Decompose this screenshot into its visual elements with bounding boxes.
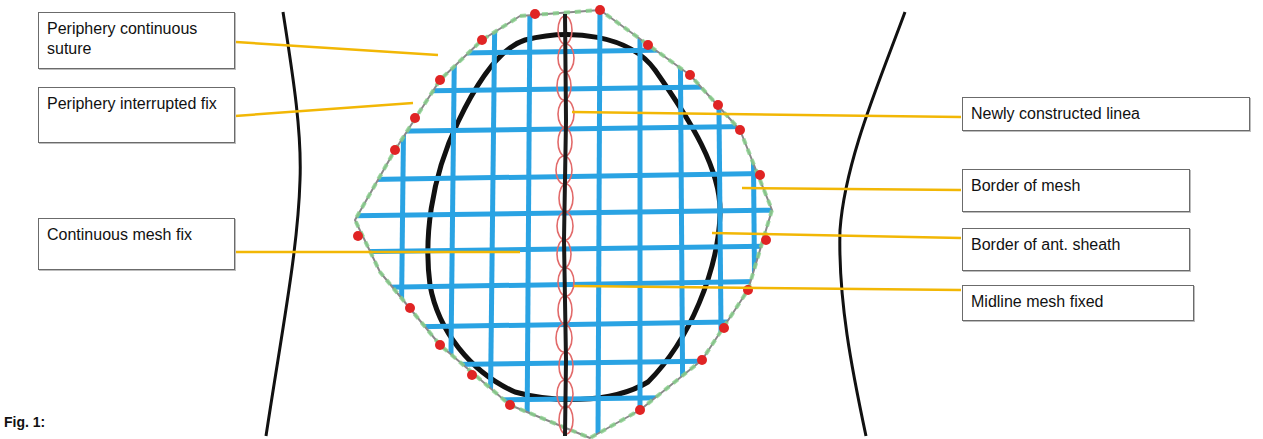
label-text: Border of ant. sheath: [971, 235, 1181, 255]
label-text: Periphery continuous suture: [47, 19, 226, 59]
label-text: Periphery interrupted fix: [47, 94, 226, 114]
label-text: Border of mesh: [971, 176, 1181, 196]
abdomen-outline: [840, 12, 905, 436]
label-box: Midline mesh fixed: [962, 285, 1194, 321]
label-box: Border of mesh: [962, 169, 1190, 212]
mesh-grid: [340, 0, 790, 439]
periphery-interrupted-fix: [353, 5, 771, 415]
label-box: Periphery continuous suture: [38, 12, 235, 69]
new-linea-alba: [564, 14, 566, 436]
leader-line: [235, 42, 961, 290]
figure-caption: Fig. 1:: [4, 414, 45, 430]
label-text: Newly constructed linea: [971, 104, 1241, 124]
mesh-border: [355, 10, 772, 438]
label-box: Border of ant. sheath: [962, 228, 1190, 271]
label-text: Midline mesh fixed: [971, 292, 1185, 312]
abdomen-outline: [266, 12, 300, 436]
label-box: Newly constructed linea: [962, 97, 1250, 131]
periphery-continuous-suture: [355, 10, 772, 438]
label-text: Continuous mesh fix: [47, 225, 226, 245]
label-box: Continuous mesh fix: [38, 218, 235, 270]
label-box: Periphery interrupted fix: [38, 87, 235, 143]
